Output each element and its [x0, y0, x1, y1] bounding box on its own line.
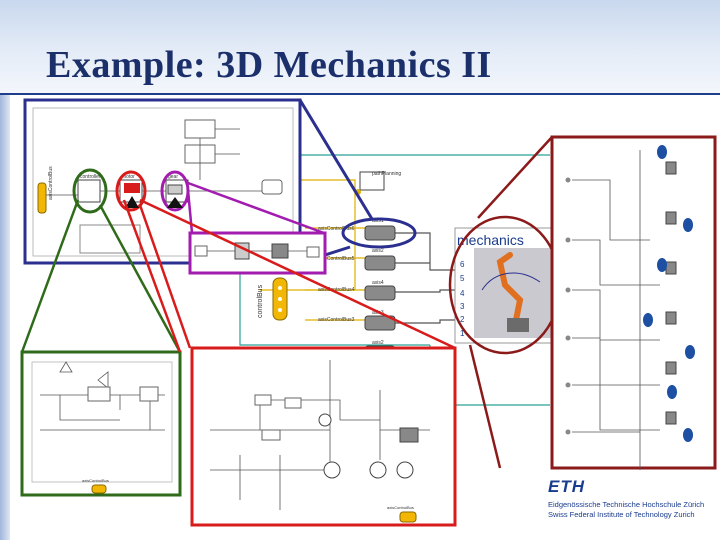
label-axis2: axis2 — [372, 248, 384, 254]
label-axis2-lower: axis2 — [372, 340, 384, 346]
mechanics-panel — [454, 227, 554, 344]
axis-number-6: 6 — [460, 260, 465, 269]
eth-logo: ETH — [548, 477, 585, 496]
slide-title: Example: 3D Mechanics II — [46, 44, 492, 86]
label-axis4: axis4 — [372, 280, 384, 286]
purple-detail-box — [188, 231, 327, 275]
axis-number-1: 1 — [460, 329, 465, 338]
label-axis-control-bus-5: axisControlBus5 — [318, 256, 355, 262]
slide-header — [0, 0, 720, 95]
label-controller: controller — [80, 174, 101, 180]
axis-number-5: 5 — [460, 274, 465, 283]
label-axis-control-bus-4: axisControlBus4 — [318, 287, 355, 293]
connector-darkred-bottom — [468, 344, 502, 469]
control-bus-connector — [272, 277, 288, 321]
connector-blue-top — [298, 99, 374, 220]
green-detail-box — [20, 350, 182, 497]
label-axis1: axis1 — [372, 218, 384, 224]
label-path-planning: pathPlanning — [372, 171, 401, 177]
red-detail-box — [190, 346, 457, 527]
axis-number-4: 4 — [460, 289, 465, 298]
label-motor: motor — [122, 174, 135, 180]
connector-green-right — [98, 204, 182, 353]
left-accent-bar — [0, 95, 10, 540]
label-axis-control-bus-6: axisControlBus6 — [318, 226, 355, 232]
connector-red-right — [139, 198, 456, 350]
label-axis-control-bus-3: axisControlBus3 — [318, 317, 355, 323]
highlight-controller — [72, 168, 108, 214]
path-planning-block — [355, 171, 385, 195]
connector-red-left-2 — [138, 204, 192, 349]
connector-purple-right — [187, 181, 325, 235]
header-rule — [0, 93, 720, 95]
label-gear: gear — [168, 174, 178, 180]
label-blue-axis-control-bus: axisControlBus — [48, 166, 54, 200]
institute-name-german: Eidgenössische Technische Hochschule Zür… — [548, 500, 705, 509]
connector-red-left — [122, 199, 182, 353]
highlight-motor — [115, 170, 147, 212]
label-red-axis-control-bus: axisControlBus — [387, 505, 414, 510]
connector-darkred-top — [477, 136, 553, 219]
gear-icon — [167, 184, 183, 208]
robot-model-diagram: pathPlanning axis1 axis2 axisControlBus6… — [20, 98, 717, 527]
axis-number-3: 3 — [460, 302, 465, 311]
label-mechanics: mechanics — [457, 232, 524, 248]
label-control-bus: controlBus — [257, 284, 264, 318]
connector-green-left — [20, 199, 80, 353]
highlight-axis1 — [341, 217, 417, 249]
axis-number-2: 2 — [460, 315, 465, 324]
label-green-axis-control-bus: axisControlBus — [82, 478, 109, 483]
darkred-detail-box — [550, 135, 717, 470]
motor-icon — [124, 183, 140, 208]
institute-name-english: Swiss Federal Institute of Technology Zu… — [548, 510, 695, 519]
connector-purple-left — [186, 189, 194, 234]
